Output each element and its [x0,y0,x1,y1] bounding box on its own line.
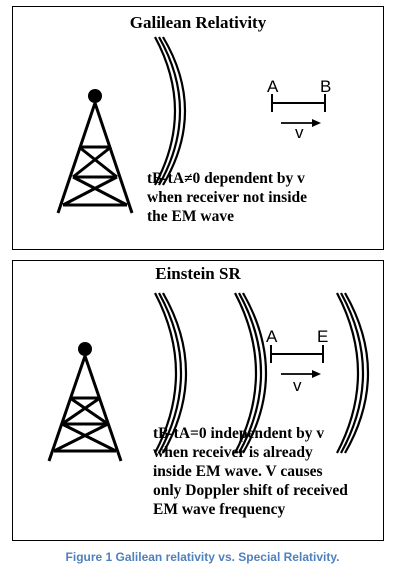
einstein-title: Einstein SR [155,264,241,283]
galilean-title: Galilean Relativity [129,13,267,32]
caption-line: when receiver is already [153,444,313,461]
caption-line: tB-tA=0 independent by v [153,425,325,442]
figure-caption: Figure 1 Galilean relativity vs. Special… [65,550,340,564]
einstein-panel: Einstein SR [12,260,384,541]
galilean-caption: tB-tA≠0 dependent by v when receiver not… [147,169,307,226]
caption-line: the EM wave [147,208,234,225]
em-wave-front [336,292,370,454]
galilean-drawing [56,36,326,214]
velocity-label: v [295,123,304,142]
tower-icon [47,342,123,462]
einstein-caption: tB-tA=0 independent by v when receiver i… [153,424,348,519]
velocity-label: v [293,376,302,395]
einstein-drawing [47,292,370,462]
receiver-segment [270,345,324,363]
galilean-panel: Galilean Relativity [12,6,384,250]
tower-icon [56,89,134,214]
velocity-arrow [281,119,321,127]
em-wave-front [234,292,268,454]
point-a-label: A [266,327,278,346]
caption-line: when receiver not inside [147,189,308,206]
em-wave-front [154,36,186,186]
caption-line: inside EM wave. V causes [153,463,323,480]
caption-line: EM wave frequency [153,501,286,518]
em-wave-front [154,292,188,454]
point-a-label: A [267,77,279,96]
caption-line: tB-tA≠0 dependent by v [147,170,305,187]
point-e-label: E [317,327,329,346]
velocity-arrow [281,370,321,378]
receiver-segment [271,94,326,112]
caption-line: only Doppler shift of received [153,482,348,499]
point-b-label: B [320,77,332,96]
